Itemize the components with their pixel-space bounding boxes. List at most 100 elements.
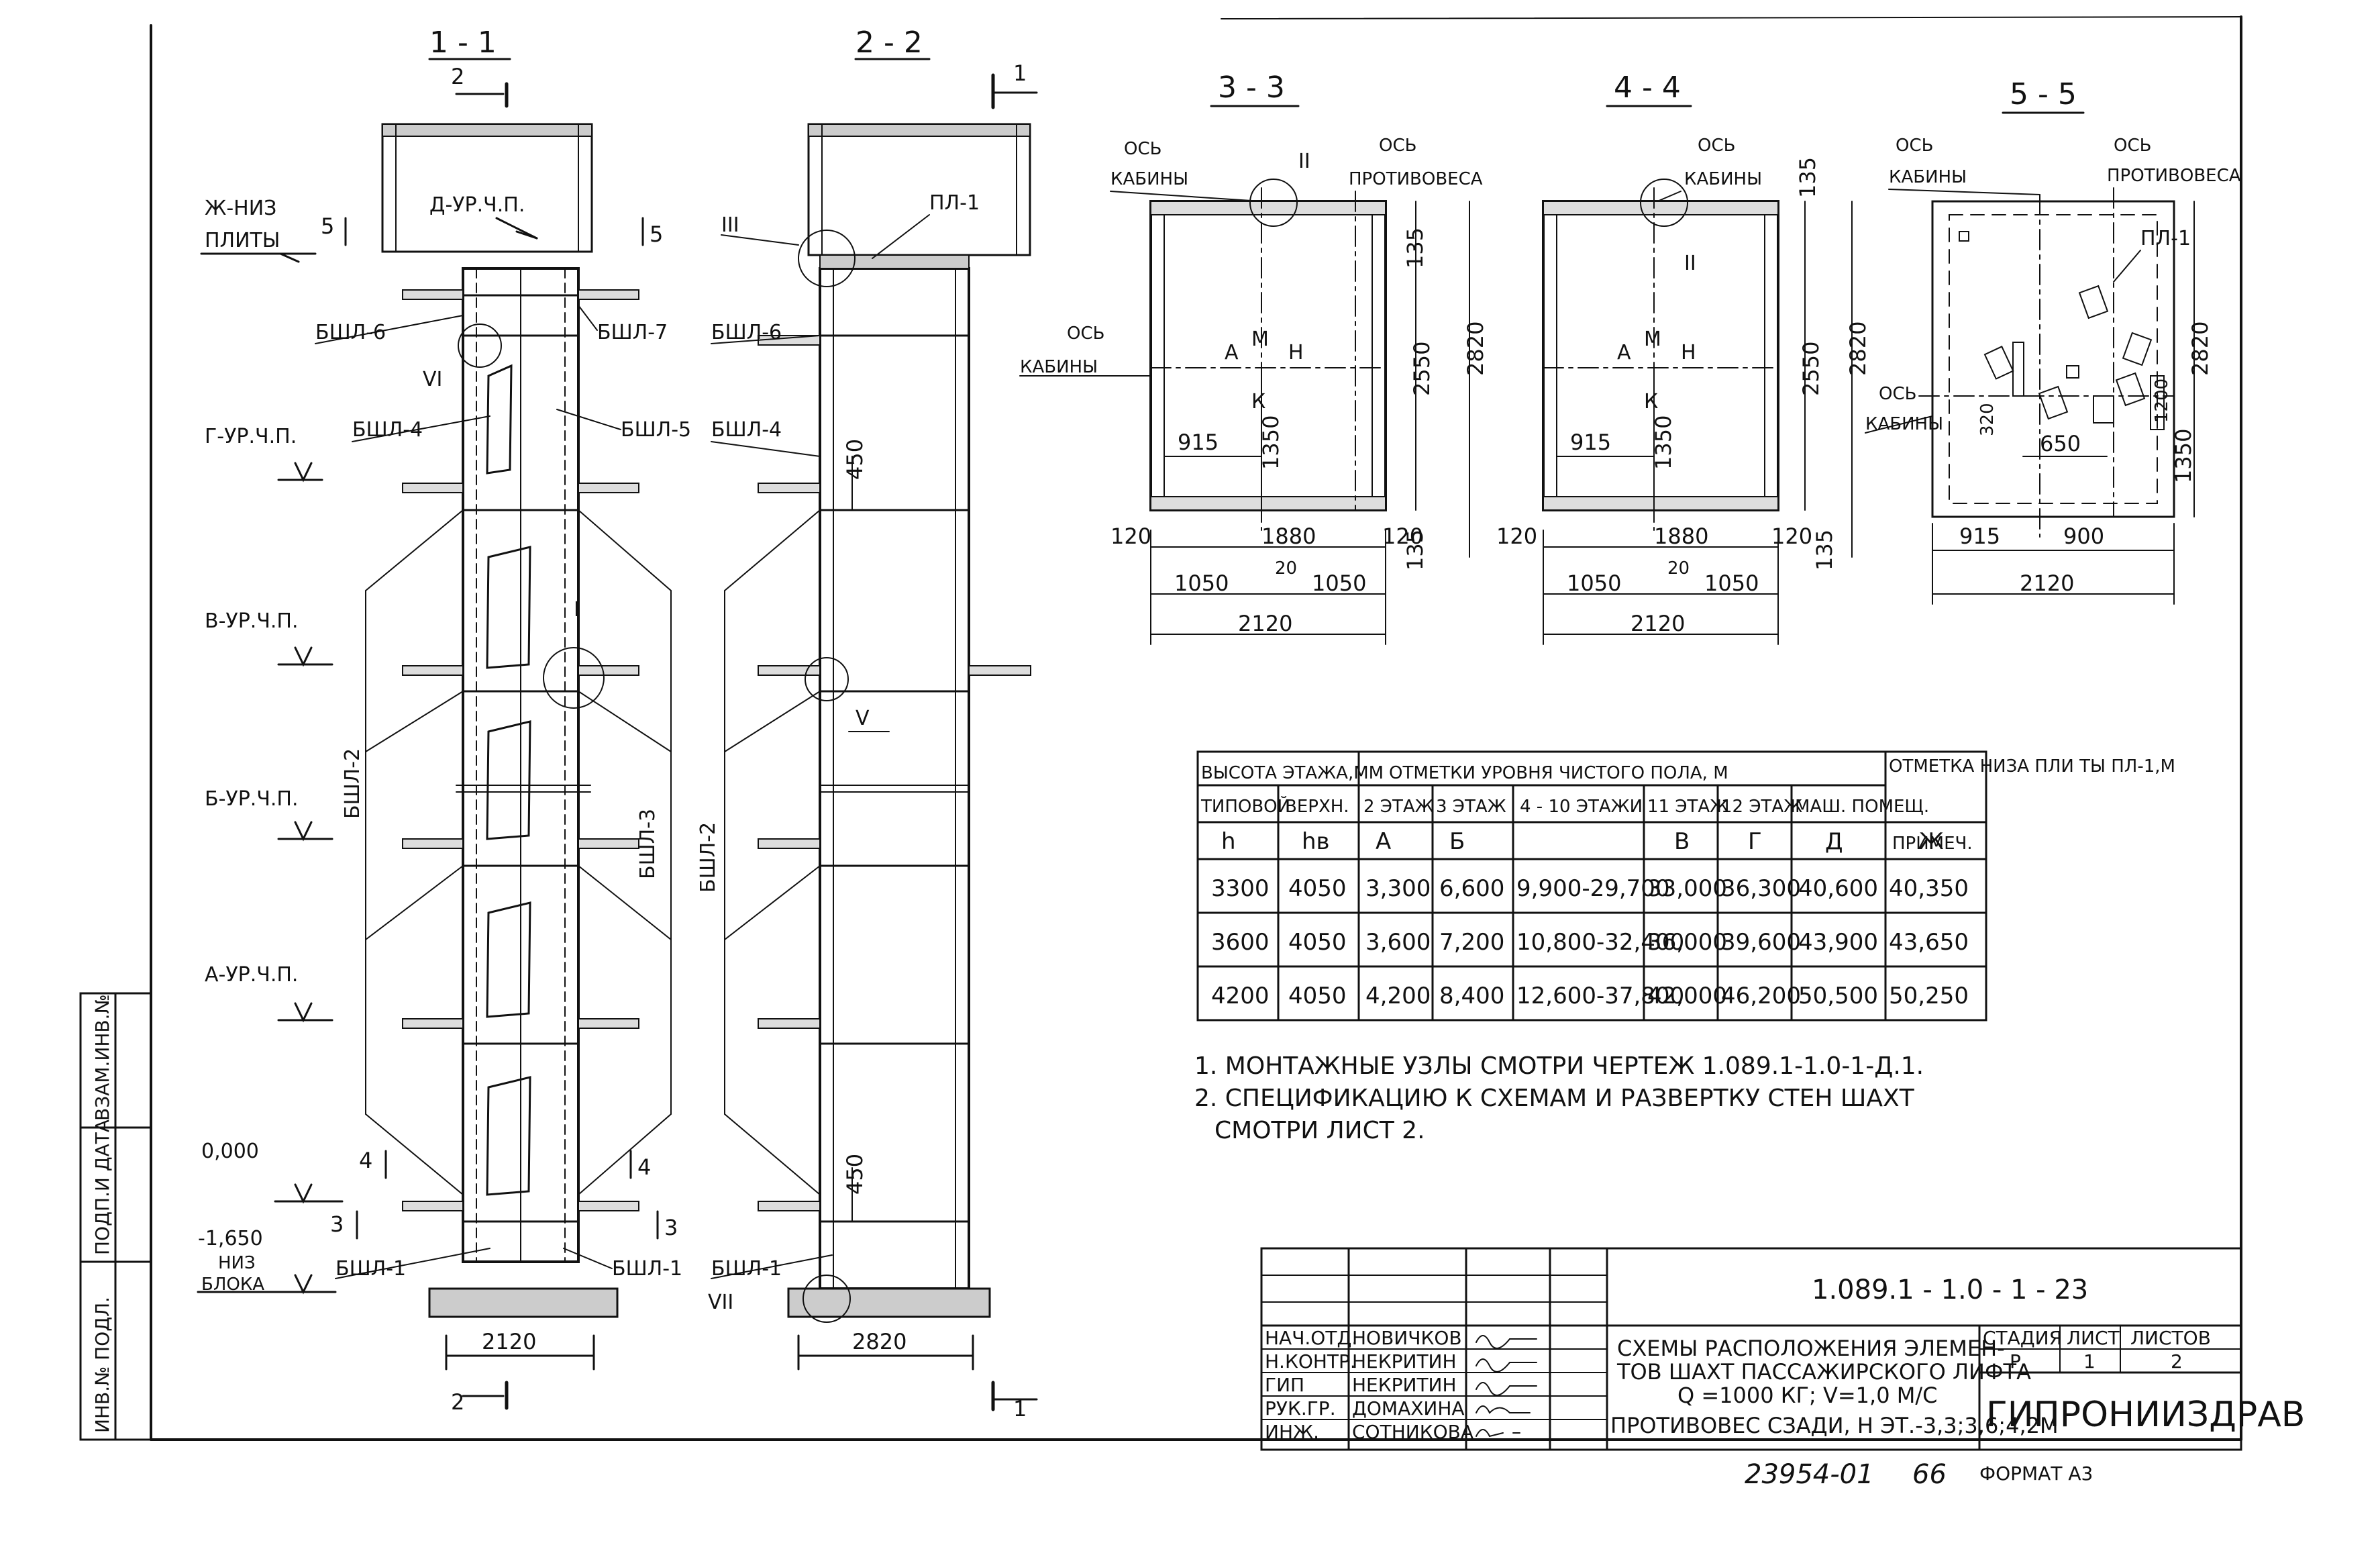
node-iii-label: III [721, 213, 739, 237]
stamp-name: НОВИЧКОВ [1352, 1327, 1462, 1349]
cut-mark-4-right: 4 [637, 1154, 651, 1180]
dim-4-4-2820: 2820 [1845, 321, 1871, 376]
section-4-4: 4 - 4 А Н М К II ОСЬ КАБИНЫ 2550 2820 13… [1496, 70, 1871, 645]
cut-mark-5-left: 5 [321, 213, 334, 239]
title-block: 1.089.1 - 1.0 - 1 - 23 НАЧ.ОТД. Н.КОНТР.… [1260, 1247, 2305, 1451]
axis-cabin2-4-4: КАБИНЫ [1684, 169, 1762, 189]
node-i-label: I [574, 598, 580, 621]
label-bsha1-1-1-right: БШЛ-1 [612, 1257, 682, 1281]
label-bsha2-2-2: БШЛ-2 [696, 822, 720, 893]
section-3-3: 3 - 3 А Н М К II ОСЬ КАБИНЫ ОСЬ ПРОТИВОВ… [1019, 70, 1488, 645]
level-v: В-УР.Ч.П. [205, 609, 299, 633]
table-cell: 8,400 [1439, 983, 1504, 1009]
axis-cabin2-3-3: КАБИНЫ [1110, 169, 1188, 189]
label-bsha3-1-1: БШЛ-3 [636, 809, 660, 879]
drawing-code: 1.089.1 - 1.0 - 1 - 23 [1812, 1275, 2088, 1305]
axis-counter2-3-3: ПРОТИВОВЕСА [1349, 169, 1483, 189]
axis-counter2-5-5: ПРОТИВОВЕСА [2107, 166, 2241, 186]
label-bsha4-1-1: БШЛ-4 [352, 418, 423, 442]
dim-3-3-2120: 2120 [1238, 611, 1292, 636]
stamp-sheet: 1 [2083, 1350, 2096, 1373]
table-sub-typical: ТИПОВОЙ [1200, 795, 1290, 817]
cut-mark-3-left: 3 [330, 1211, 344, 1237]
dim-2-2-450-top: 450 [842, 439, 868, 480]
dim-5-5-320: 320 [1977, 403, 1998, 436]
section-1-1-title: 1 - 1 [429, 26, 497, 60]
dim-5-5-1200: 1200 [2152, 379, 2172, 423]
table-cell: 42,000 [1647, 983, 1727, 1009]
table-sub-machine: МАШ. ПОМЕЩ. [1795, 797, 1929, 817]
stamp-stage-header: СТАДИЯ [1983, 1327, 2062, 1349]
cut-mark-5-right: 5 [650, 221, 663, 247]
dim-5-5-915: 915 [1959, 524, 2000, 549]
table-cell: 3,300 [1365, 875, 1431, 902]
stamp-role: ИНЖ. [1265, 1421, 1319, 1443]
axis-n-4-4: Н [1681, 341, 1696, 364]
table-header-floor: ВЫСОТА ЭТАЖА,ММ [1201, 763, 1384, 783]
table-cell: 4200 [1211, 983, 1270, 1009]
table-cell: 39,600 [1721, 929, 1801, 956]
side-inv-label: ИНВ.№ ПОДЛ. [91, 1297, 113, 1433]
cut-mark-4-left: 4 [359, 1148, 372, 1173]
section-5-5-title: 5 - 5 [2010, 77, 2077, 111]
dim-3-3-1050-right: 1050 [1312, 570, 1366, 596]
table-cell: 4,200 [1365, 983, 1431, 1009]
level-g: Г-УР.Ч.П. [205, 425, 297, 448]
section-1-1: 1 - 1 2 Д-УР.Ч.П. Ж-НИЗ ПЛИТЫ 5 5 [197, 26, 691, 1415]
section-2-2: 2 - 2 1 [696, 26, 1038, 1422]
stamp-name: ДОМАХИНА [1352, 1397, 1465, 1419]
section-5-5: 5 - 5 ОСЬ КАБИНЫ ОСЬ ПРОТИВОВЕСА ПЛ-1 ОС… [1865, 77, 2241, 605]
table-letter-hv: hв [1302, 828, 1330, 855]
level-d-1-1: Д-УР.Ч.П. [429, 193, 525, 217]
dim-4-4-1350: 1350 [1651, 415, 1676, 470]
dim-3-3-135-top: 135 [1402, 228, 1428, 268]
dim-4-4-2550: 2550 [1798, 342, 1824, 396]
table-cell: 50,500 [1798, 983, 1878, 1009]
stamp-sheets-header: ЛИСТОВ [2130, 1327, 2211, 1349]
stamp-name: СОТНИКОВА [1352, 1421, 1473, 1443]
table-row: 3300 4050 3,300 6,600 9,900-29,700 33,00… [1211, 875, 1969, 902]
level-b: Б-УР.Ч.П. [205, 787, 299, 811]
dim-3-3-915: 915 [1178, 430, 1219, 455]
dim-3-3-1050-left: 1050 [1174, 570, 1229, 596]
cut-mark-1-bottom: 1 [1013, 1396, 1027, 1422]
table-letter-g: Г [1748, 828, 1762, 855]
table-row: 4200 4050 4,200 8,400 12,600-37,800 42,0… [1211, 983, 1969, 1009]
node-vi-label: VI [423, 368, 442, 391]
dim-5-5-2120: 2120 [2020, 570, 2074, 596]
table-cell: 4050 [1288, 875, 1347, 902]
dim-4-4-1880: 1880 [1654, 524, 1708, 549]
stamp-role: РУК.ГР. [1265, 1397, 1336, 1419]
axis-counter-3-3: ОСЬ [1379, 136, 1416, 156]
dim-3-3-120-right: 120 [1382, 524, 1423, 549]
title-line-1: СХЕМЫ РАСПОЛОЖЕНИЯ ЭЛЕМЕН- [1617, 1336, 2005, 1361]
section-4-4-title: 4 - 4 [1614, 70, 1681, 105]
axis-cabin-4-4: ОСЬ [1698, 136, 1735, 156]
inventory-number: 23954-01 [1745, 1459, 1874, 1490]
table-cell: 40,600 [1798, 875, 1878, 902]
axis-cabin-5-5-left: ОСЬ [1879, 384, 1916, 404]
node-v-label: V [856, 707, 870, 730]
axis-cabin-5-5: ОСЬ [1896, 136, 1933, 156]
dim-4-4-135-top: 135 [1795, 157, 1820, 198]
axis-m-3-3: М [1251, 328, 1269, 351]
axis-k-4-4: К [1644, 390, 1658, 413]
axis-n-3-3: Н [1288, 341, 1304, 364]
table-row: 3600 4050 3,600 7,200 10,800-32,400 36,0… [1211, 929, 1969, 956]
axis-counter-5-5: ОСЬ [2114, 136, 2151, 156]
level-bottom-line1: НИЗ [218, 1253, 256, 1273]
table-header-bottom: ОТМЕТКА НИЗА ПЛИ ТЫ ПЛ-1,М [1889, 756, 2175, 777]
table-header-note: ПРИМЕЧ. [1892, 834, 1973, 854]
table-cell: 6,600 [1439, 875, 1504, 902]
label-bsha2-1-1: БШЛ-2 [341, 748, 364, 819]
stamp-role: Н.КОНТР. [1265, 1350, 1356, 1373]
dim-2-2-width: 2820 [852, 1329, 907, 1354]
table-cell: 46,200 [1721, 983, 1801, 1009]
shaft-2-2 [819, 267, 970, 1290]
axis-cabin-3-3: ОСЬ [1124, 139, 1161, 159]
node-ii-label-4-4: II [1684, 252, 1696, 275]
plan-5-5 [1931, 200, 2175, 518]
stamp-stage: Р [2010, 1350, 2021, 1373]
axis-cabin-3-3-left: ОСЬ [1067, 323, 1104, 344]
format-label: ФОРМАТ А3 [1979, 1462, 2093, 1485]
